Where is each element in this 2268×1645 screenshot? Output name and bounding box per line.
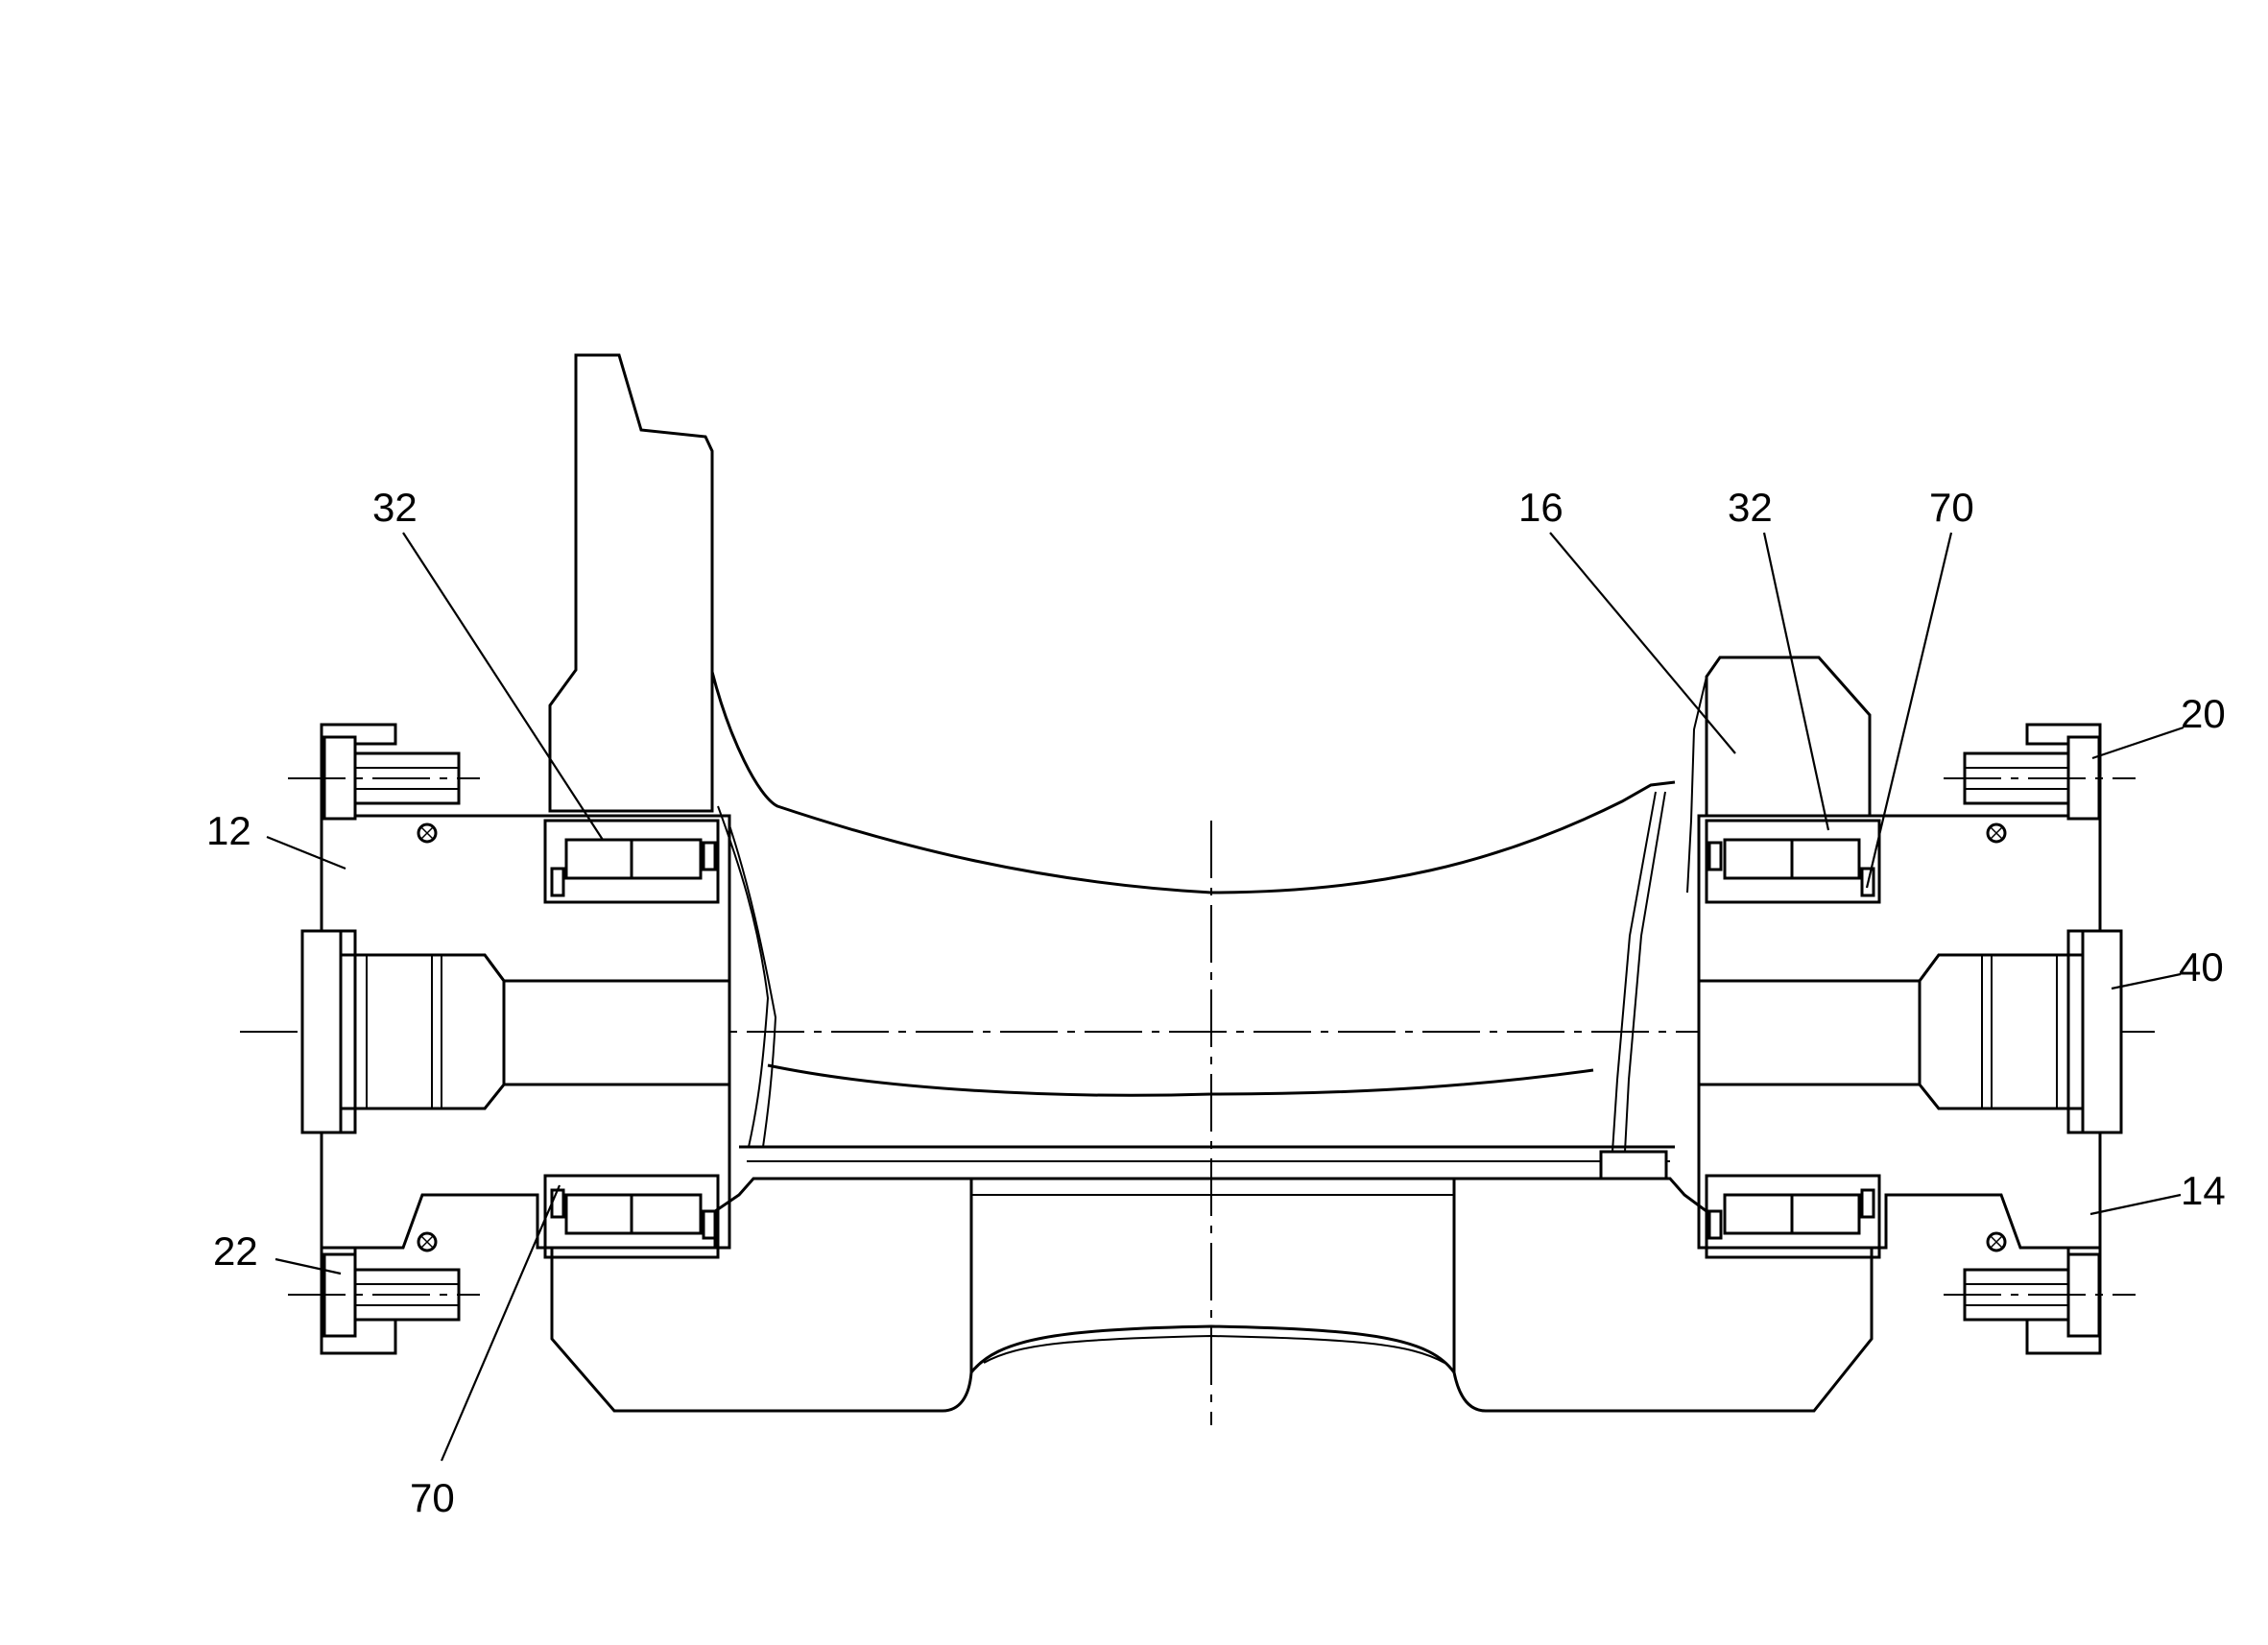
wheel-body-curves bbox=[710, 671, 1676, 1153]
label-32-right: 32 bbox=[1728, 485, 1773, 530]
label-70-top: 70 bbox=[1929, 485, 1974, 530]
label-20: 20 bbox=[2181, 691, 2226, 736]
right-upper-bolt-part-20 bbox=[1944, 735, 2136, 844]
left-housing-part-12 bbox=[300, 723, 731, 1355]
right-lower-bolt bbox=[1944, 1231, 2136, 1338]
label-16: 16 bbox=[1518, 485, 1564, 530]
shaft-lines bbox=[739, 1145, 1675, 1180]
right-upper-bearing-part-32 bbox=[1705, 819, 1881, 904]
left-lower-bearing-part-32 bbox=[543, 1174, 720, 1259]
left-upper-bolt bbox=[288, 735, 480, 844]
label-12: 12 bbox=[206, 808, 251, 853]
left-upper-plate bbox=[548, 353, 714, 813]
label-32-left: 32 bbox=[372, 485, 418, 530]
label-70-bottom: 70 bbox=[410, 1475, 455, 1520]
left-upper-bearing-part-32 bbox=[543, 819, 720, 904]
right-lower-bearing-part-32 bbox=[1705, 1174, 1881, 1259]
leader-lines bbox=[266, 532, 2184, 1462]
label-22: 22 bbox=[213, 1228, 258, 1274]
label-40: 40 bbox=[2179, 944, 2224, 989]
left-lower-bolt-part-22 bbox=[288, 1231, 480, 1338]
label-14: 14 bbox=[2181, 1168, 2226, 1213]
right-housing-part-14 bbox=[1697, 723, 2123, 1355]
